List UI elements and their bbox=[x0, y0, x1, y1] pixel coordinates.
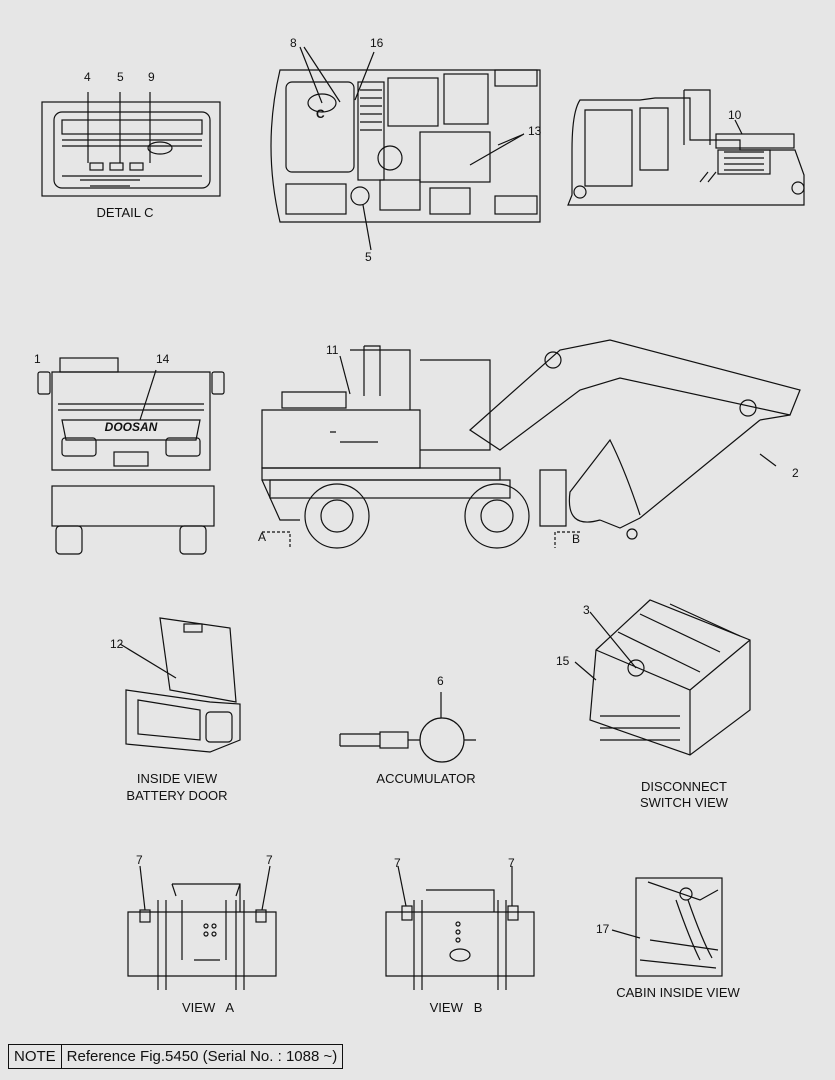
callout-7-b-left: 7 bbox=[394, 856, 401, 870]
accumulator-drawing bbox=[339, 692, 476, 763]
callout-17: 17 bbox=[596, 922, 610, 936]
callout-5-detail: 5 bbox=[117, 70, 124, 84]
callout-4: 4 bbox=[84, 70, 91, 84]
top-view-drawing bbox=[270, 46, 541, 251]
callout-16: 16 bbox=[370, 36, 384, 50]
cabin-inside-drawing bbox=[611, 877, 723, 977]
caption-disconnect-line2: SWITCH VIEW bbox=[639, 795, 729, 810]
caption-battery-door-line2: BATTERY DOOR bbox=[126, 788, 228, 803]
caption-accumulator: ACCUMULATOR bbox=[376, 771, 476, 786]
view-a-drawing bbox=[127, 865, 277, 990]
note-box: NOTE Reference Fig.5450 (Serial No. : 10… bbox=[8, 1044, 344, 1069]
battery-door-drawing bbox=[119, 617, 241, 753]
caption-battery-door-line1: INSIDE VIEW bbox=[136, 771, 218, 786]
callout-5-top: 5 bbox=[365, 250, 372, 264]
view-b-drawing bbox=[385, 865, 535, 990]
callout-7-a-right: 7 bbox=[266, 853, 273, 867]
callout-6: 6 bbox=[437, 674, 444, 688]
callout-7-a-left: 7 bbox=[136, 853, 143, 867]
callout-7-b-right: 7 bbox=[508, 856, 515, 870]
brand-logo: DOOSAN bbox=[105, 420, 158, 434]
disconnect-switch-drawing bbox=[574, 599, 751, 756]
callout-10: 10 bbox=[728, 108, 742, 122]
detail-c-drawing bbox=[41, 92, 221, 197]
caption-cabin-inside: CABIN INSIDE VIEW bbox=[616, 985, 740, 1000]
callout-1: 1 bbox=[34, 352, 41, 366]
callout-15: 15 bbox=[556, 654, 570, 668]
excavator-main-drawing bbox=[261, 339, 801, 549]
caption-view-b: VIEW B bbox=[429, 1000, 483, 1015]
callout-8: 8 bbox=[290, 36, 297, 50]
callout-13: 13 bbox=[528, 124, 542, 138]
callout-3: 3 bbox=[583, 603, 590, 617]
view-marker-a: A bbox=[258, 530, 267, 544]
side-view-cab-drawing bbox=[567, 89, 805, 206]
callout-11: 11 bbox=[326, 343, 339, 357]
caption-detail-c: DETAIL C bbox=[96, 205, 154, 220]
callout-14: 14 bbox=[156, 352, 170, 366]
callout-12: 12 bbox=[110, 637, 124, 651]
callout-c: C bbox=[316, 107, 325, 121]
front-view-drawing bbox=[37, 357, 225, 555]
callout-2: 2 bbox=[792, 466, 799, 480]
callout-9: 9 bbox=[148, 70, 155, 84]
view-marker-b: B bbox=[572, 532, 581, 546]
note-text: Reference Fig.5450 (Serial No. : 1088 ~) bbox=[66, 1048, 338, 1065]
note-key: NOTE bbox=[9, 1045, 62, 1068]
caption-disconnect-line1: DISCONNECT bbox=[641, 779, 727, 794]
caption-view-a: VIEW A bbox=[181, 1000, 235, 1015]
